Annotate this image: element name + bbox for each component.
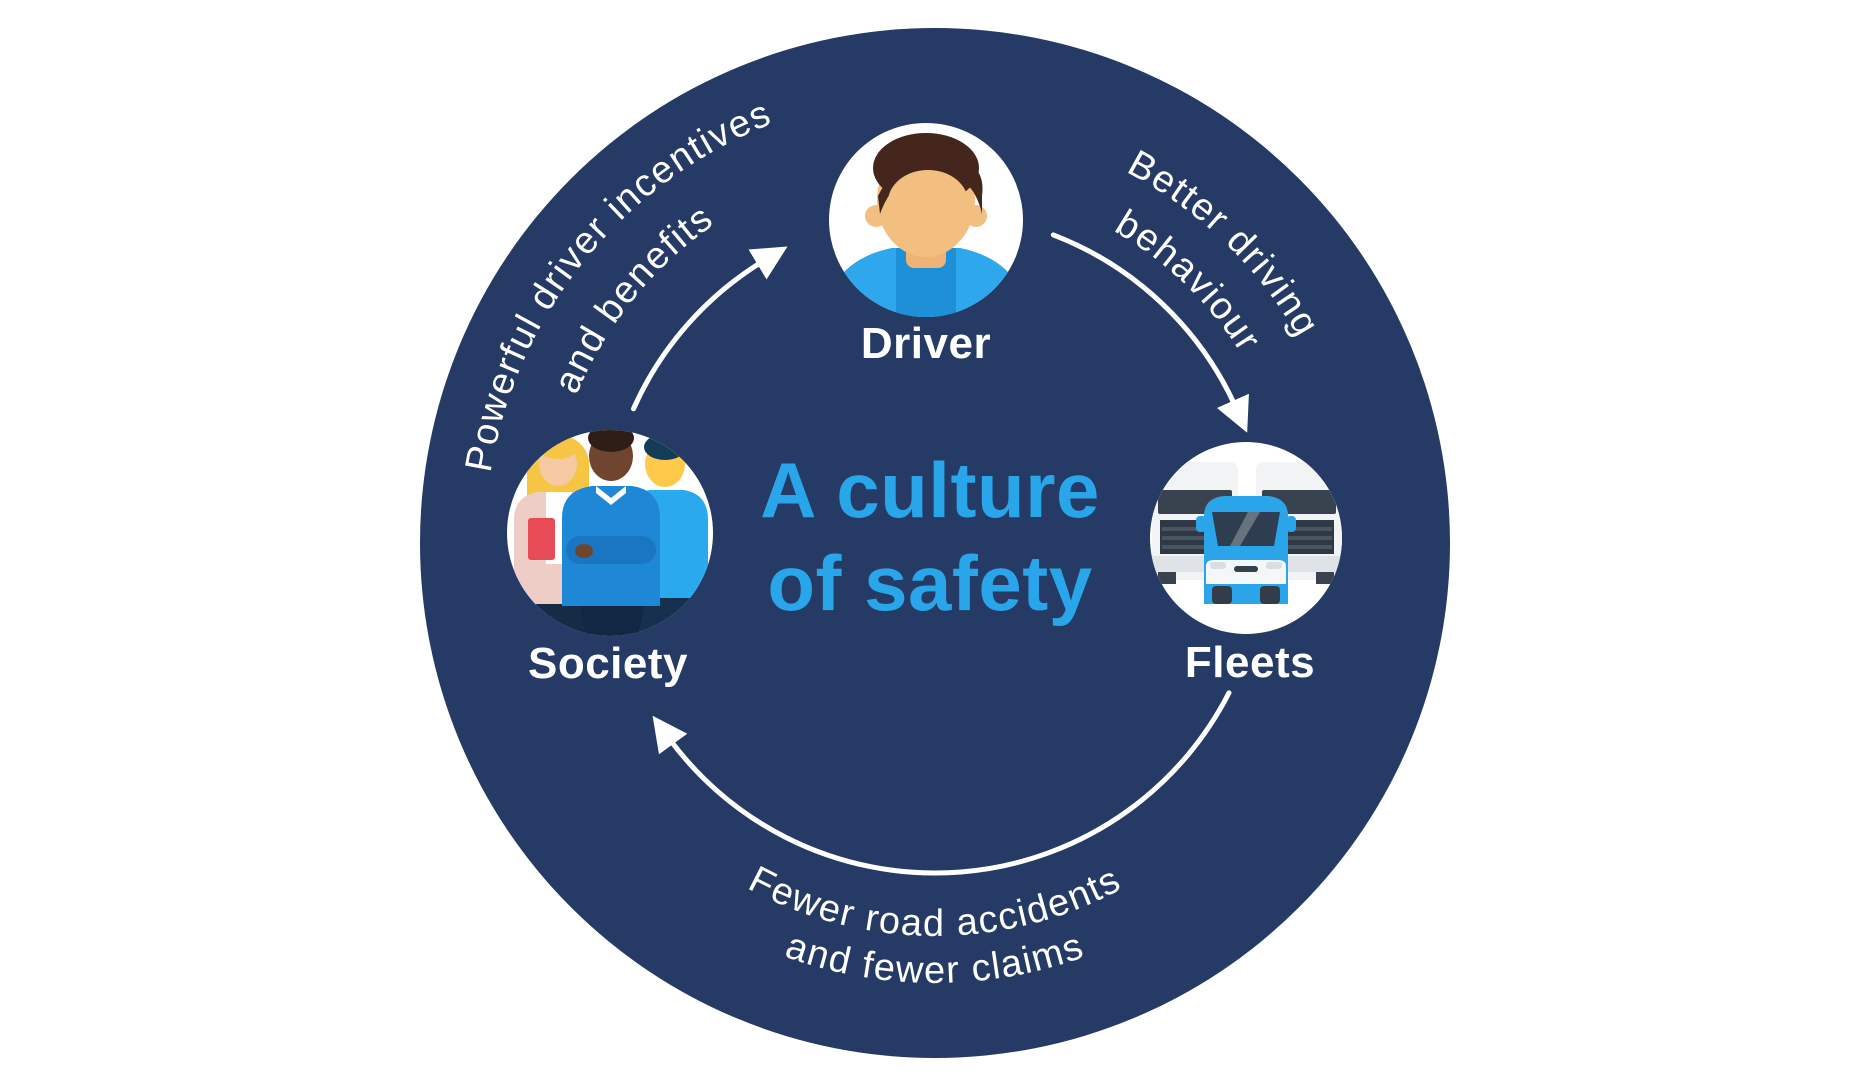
arrow-society-to-driver — [631, 246, 788, 412]
driver-avatar-icon — [829, 133, 1023, 317]
driver-node-label: Driver — [861, 319, 991, 368]
fleets-node-label: Fleets — [1185, 638, 1315, 687]
society-node-label: Society — [528, 639, 688, 688]
society-people-icon — [514, 430, 708, 636]
cycle-arrows — [631, 232, 1249, 876]
node-driver: Driver — [829, 123, 1023, 368]
cycle-background-circle — [420, 28, 1450, 1058]
arrow-fleets-to-society — [652, 690, 1232, 876]
fleets-trucks-icon — [1150, 462, 1342, 604]
center-title-line1: A culture — [760, 446, 1100, 534]
node-fleets: Fleets — [1150, 442, 1342, 687]
center-title-line2: of safety — [767, 539, 1092, 627]
arrow-driver-to-fleets — [1050, 232, 1249, 433]
center-title: A culture of safety — [760, 446, 1100, 627]
node-society: Society — [507, 430, 713, 688]
